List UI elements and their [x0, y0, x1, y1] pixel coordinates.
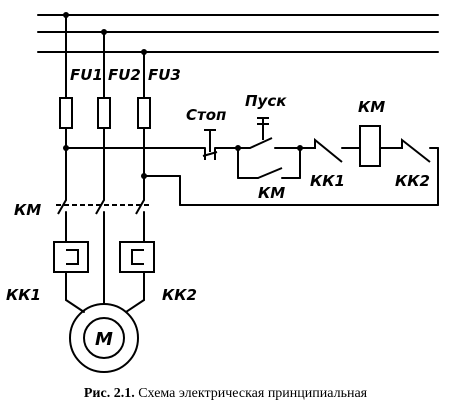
label-fu1: FU1	[70, 66, 103, 84]
kk1-relay-body	[53, 241, 89, 273]
motor	[69, 303, 139, 373]
thermal-contacts	[305, 137, 431, 163]
label-stop: Стоп	[186, 106, 226, 124]
circuit-diagram: FU1 FU2 FU3 Стоп Пуск КМ КМ КК1 КК2 КМ К…	[6, 12, 439, 373]
thermal-relays	[53, 241, 155, 273]
motor-inner-circle	[83, 317, 125, 359]
main-contact-blade	[95, 199, 105, 215]
km-coil	[359, 125, 381, 167]
kk2-contact	[392, 137, 431, 163]
junction-dot	[235, 145, 241, 151]
motor-lead-1	[65, 299, 85, 313]
hold-contact-blade	[257, 167, 283, 179]
label-kk1-contact: КК1	[310, 172, 345, 190]
label-kk1-relay: КК1	[6, 286, 41, 304]
label-start: Пуск	[245, 92, 287, 110]
label-fu3: FU3	[148, 66, 181, 84]
caption-text: Схема электрическая принципиальная	[138, 386, 368, 401]
motor-lead-3	[125, 299, 145, 313]
label-km-coil: КМ	[358, 98, 385, 116]
main-contact-blade	[57, 199, 67, 215]
main-contact-blade	[135, 199, 145, 215]
junction-dot	[297, 145, 303, 151]
label-km-aux: КМ	[258, 184, 285, 202]
label-fu2: FU2	[108, 66, 141, 84]
label-kk2-contact: КК2	[395, 172, 430, 190]
contactor-main-contacts	[56, 199, 150, 215]
junction-dot	[63, 145, 69, 151]
fuse-fu3	[137, 97, 151, 129]
labels: FU1 FU2 FU3 Стоп Пуск КМ КМ КК1 КК2 КМ К…	[6, 66, 430, 350]
junction-dot	[141, 173, 147, 179]
kk1-contact	[305, 137, 343, 163]
stop-contact-bar	[202, 151, 218, 157]
kk1-relay-element	[66, 249, 79, 265]
fuse-fu2	[97, 97, 111, 129]
motor-outer-circle	[69, 303, 139, 373]
junction-dot	[63, 12, 69, 18]
label-km-main: КМ	[14, 201, 41, 219]
fuse-fu1	[59, 97, 73, 129]
junction-dots	[63, 12, 303, 179]
figure-caption: Рис. 2.1. Схема электрическая принципиал…	[0, 386, 451, 402]
kk2-relay-element	[131, 249, 144, 265]
stop-button	[202, 129, 218, 160]
start-button	[249, 117, 273, 149]
start-contact-blade	[249, 137, 273, 149]
label-motor: М	[95, 329, 113, 350]
holding-contact	[257, 167, 283, 179]
junction-dot	[141, 49, 147, 55]
label-kk2-relay: КК2	[162, 286, 197, 304]
junction-dot	[101, 29, 107, 35]
caption-number: Рис. 2.1.	[83, 386, 135, 401]
kk2-relay-body	[119, 241, 155, 273]
fuses	[59, 97, 151, 129]
